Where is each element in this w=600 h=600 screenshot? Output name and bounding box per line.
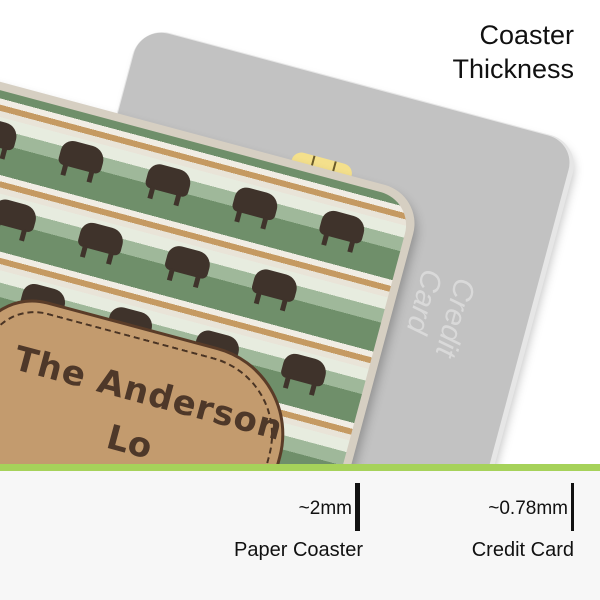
bear-icon xyxy=(231,184,281,222)
title-line1: Coaster xyxy=(479,20,574,50)
bear-icon xyxy=(57,138,107,175)
accent-divider xyxy=(0,464,600,471)
thickness-comparison: ~2mm Paper Coaster ~0.78mm Credit Card xyxy=(0,471,600,600)
title-line2: Thickness xyxy=(452,54,574,84)
coaster-thickness-bar xyxy=(355,483,360,531)
bear-icon xyxy=(250,266,300,304)
coaster-thickness-value: ~2mm xyxy=(298,498,352,519)
coaster-caption: Paper Coaster xyxy=(234,539,363,561)
bear-icon xyxy=(144,161,194,199)
product-illustration: 0000 Credit Card xyxy=(0,0,600,466)
bear-icon xyxy=(76,220,126,257)
bear-icon xyxy=(0,114,20,152)
card-caption: Credit Card xyxy=(471,539,574,561)
page-title: Coaster Thickness xyxy=(452,18,574,86)
bear-icon xyxy=(0,196,40,234)
bear-icon xyxy=(279,351,330,388)
bear-icon xyxy=(318,208,368,245)
card-thickness-value: ~0.78mm xyxy=(488,498,568,519)
card-thickness-bar xyxy=(571,483,574,531)
credit-card-label: Credit Card xyxy=(399,265,482,361)
bear-icon xyxy=(163,243,213,280)
